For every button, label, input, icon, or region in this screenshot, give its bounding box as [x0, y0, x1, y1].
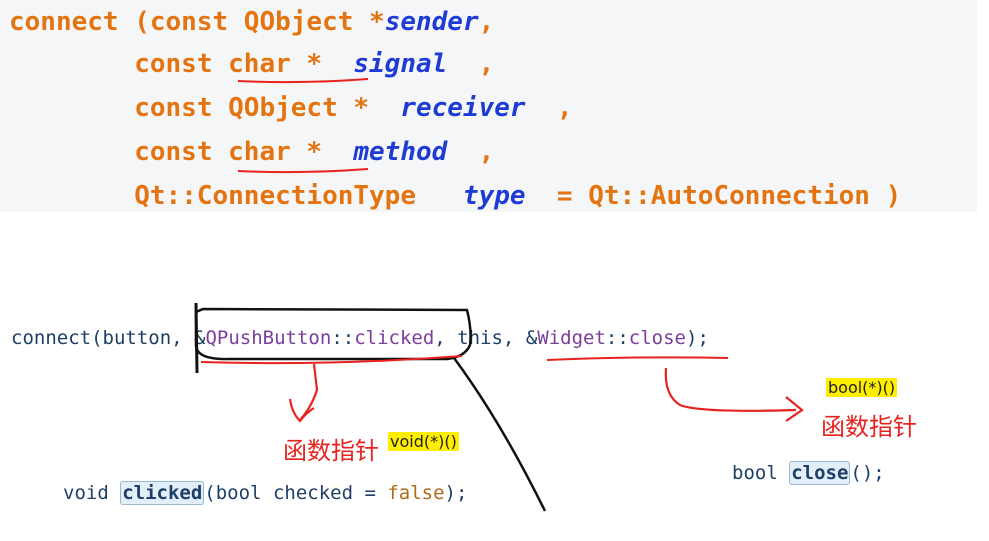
slot-class: Widget [537, 327, 606, 349]
signature-line-method: const char * method , [9, 137, 495, 167]
freehand-tick [194, 302, 199, 374]
signal-declaration: void clicked(bool checked = false); [63, 481, 468, 505]
slot-declaration: bool close(); [732, 461, 885, 485]
param-type: type [462, 181, 526, 211]
arrow-right-shaft [664, 367, 797, 412]
underline-char-signal [237, 78, 369, 84]
signature-line-sender: connect (const QObject *sender, [9, 7, 495, 37]
signature-line-signal: const char * signal , [9, 49, 495, 79]
param-sender: sender [384, 7, 479, 37]
close-highlight: close [789, 461, 851, 485]
underline-char-method [237, 168, 369, 174]
freehand-long-line [452, 357, 547, 512]
param-receiver: receiver [400, 93, 526, 123]
signal-class: QPushButton [205, 327, 332, 349]
param-signal: signal [353, 49, 448, 79]
void-pointer-type-label: void(*)() [388, 432, 459, 451]
function-pointer-label-left: 函数指针 [283, 437, 379, 465]
param-method: method [353, 137, 448, 167]
signal-name: clicked [354, 327, 435, 349]
bool-pointer-type-label: bool(*)() [826, 378, 898, 397]
signature-line-type: Qt::ConnectionType type = Qt::AutoConnec… [9, 181, 902, 211]
underline-signal-arg [200, 355, 463, 365]
connect-signature-block: connect (const QObject *sender, const ch… [0, 0, 977, 212]
freehand-circle [194, 307, 472, 361]
clicked-highlight: clicked [120, 481, 205, 505]
function-pointer-label-right: 函数指针 [821, 413, 917, 441]
slot-name: close [628, 327, 686, 349]
signature-line-receiver: const QObject * receiver , [9, 93, 573, 123]
connect-call: connect(button, &QPushButton::clicked, t… [11, 327, 709, 349]
arrow-left-head [288, 398, 315, 423]
arrow-right-head [785, 396, 804, 422]
underline-slot-arg [546, 356, 729, 361]
